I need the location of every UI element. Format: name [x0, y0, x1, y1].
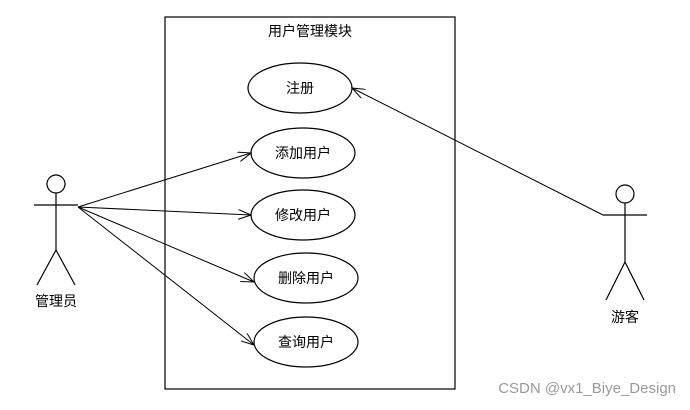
- association-admin-modify-user: [77, 206, 251, 215]
- use-case-register[interactable]: 注册: [247, 62, 353, 114]
- actor-guest[interactable]: 游客: [603, 184, 647, 326]
- system-boundary: [164, 16, 456, 390]
- use-case-query-user-label: 查询用户: [278, 334, 334, 351]
- actor-admin-icon: [34, 174, 78, 286]
- actor-guest-icon: [603, 184, 647, 301]
- use-case-modify-user[interactable]: 修改用户: [250, 189, 356, 241]
- use-case-delete-user-label: 删除用户: [278, 270, 334, 287]
- use-case-delete-user[interactable]: 删除用户: [253, 252, 359, 304]
- use-case-add-user-label: 添加用户: [275, 145, 331, 162]
- association-admin-query-user: [77, 206, 254, 345]
- use-case-query-user[interactable]: 查询用户: [253, 316, 359, 368]
- actor-admin-label: 管理员: [35, 294, 77, 310]
- association-admin-add-user: [77, 153, 251, 208]
- use-case-register-label: 注册: [286, 81, 314, 97]
- use-case-add-user[interactable]: 添加用户: [250, 127, 356, 179]
- association-guest-register: [352, 88, 604, 216]
- association-admin-delete-user: [77, 206, 254, 282]
- actor-admin[interactable]: 管理员: [34, 174, 78, 310]
- watermark-text: CSDN @vx1_Biye_Design: [498, 380, 676, 397]
- actor-guest-label: 游客: [611, 309, 639, 326]
- system-title: 用户管理模块: [268, 23, 352, 40]
- use-case-modify-user-label: 修改用户: [275, 207, 331, 224]
